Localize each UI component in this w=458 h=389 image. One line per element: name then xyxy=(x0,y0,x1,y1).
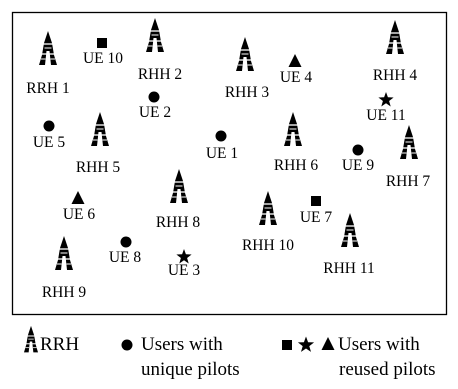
tower-icon xyxy=(169,168,189,204)
legend-rrh-label: RRH xyxy=(40,334,79,355)
rrh-label: RHH 2 xyxy=(138,66,182,83)
rrh-label: RHH 6 xyxy=(274,157,319,174)
ue-node: UE 2 xyxy=(139,91,171,121)
tower-icon xyxy=(385,19,405,55)
legend-unique-line2: unique pilots xyxy=(141,359,240,380)
legend-reused: Users with reused pilots xyxy=(282,334,436,380)
ue-label: UE 11 xyxy=(366,107,405,124)
circle-marker-icon xyxy=(148,91,160,103)
rrh-label: RHH 8 xyxy=(156,214,201,231)
ue-label: UE 1 xyxy=(206,145,238,162)
triangle-marker-icon xyxy=(288,54,302,67)
ue-label: UE 9 xyxy=(342,157,375,174)
rrh-label: RHH 3 xyxy=(225,84,270,101)
ue-node: UE 4 xyxy=(280,54,313,86)
square-marker-icon xyxy=(97,38,107,48)
rrh-node: RHH 10 xyxy=(242,190,294,254)
ue-node: UE 3 xyxy=(168,249,201,279)
legend-reused-line2: reused pilots xyxy=(339,359,436,380)
ue-label: UE 2 xyxy=(139,104,171,121)
star-marker-icon xyxy=(176,249,192,264)
ue-node: UE 11 xyxy=(366,92,406,124)
rrh-node: RHH 5 xyxy=(76,111,121,176)
rrh-layer: RRH 1 RHH 2 RHH 3 RHH 4 RHH 5 RHH 6 RHH 7 RHH 8… xyxy=(26,17,431,301)
tower-icon xyxy=(399,124,419,160)
legend-tower-icon xyxy=(23,325,39,353)
rrh-node: RHH 7 xyxy=(386,124,431,190)
ue-label: UE 6 xyxy=(63,206,96,223)
rrh-node: RHH 11 xyxy=(323,212,375,277)
ue-node: UE 9 xyxy=(342,144,375,174)
ue-node: UE 6 xyxy=(63,191,96,223)
ue-label: UE 5 xyxy=(33,134,66,151)
ue-node: UE 8 xyxy=(109,236,142,266)
rrh-label: RRH 1 xyxy=(26,80,70,97)
tower-icon xyxy=(283,111,303,147)
rrh-node: RHH 3 xyxy=(225,36,270,101)
ue-layer: UE 1 UE 2 UE 3 UE 4 UE 5 UE 6 UE 7 UE 8 UE 9 UE 1… xyxy=(33,38,406,279)
circle-marker-icon xyxy=(43,120,55,132)
tower-icon xyxy=(38,30,58,66)
tower-icon xyxy=(235,36,255,72)
ue-label: UE 4 xyxy=(280,69,313,86)
ue-node: UE 1 xyxy=(206,130,238,162)
tower-icon xyxy=(258,190,278,226)
legend-circle-icon xyxy=(121,339,133,351)
ue-label: UE 7 xyxy=(300,209,333,226)
legend: RRH Users with unique pilots Users with … xyxy=(23,325,436,380)
rrh-node: RRH 1 xyxy=(26,30,70,97)
star-marker-icon xyxy=(378,92,394,107)
rrh-label: RHH 10 xyxy=(242,237,294,254)
legend-square-icon xyxy=(282,340,292,350)
rrh-node: RHH 8 xyxy=(156,168,201,231)
circle-marker-icon xyxy=(120,236,132,248)
rrh-node: RHH 9 xyxy=(42,235,87,301)
rrh-node: RHH 6 xyxy=(274,111,319,174)
legend-triangle-icon xyxy=(321,337,335,350)
rrh-node: RHH 2 xyxy=(138,17,182,83)
ue-node: UE 10 xyxy=(83,38,123,67)
rrh-node: RHH 4 xyxy=(373,19,418,84)
rrh-label: RHH 7 xyxy=(386,173,431,190)
circle-marker-icon xyxy=(215,130,227,142)
tower-icon xyxy=(90,111,110,147)
circle-marker-icon xyxy=(352,144,364,156)
ue-label: UE 8 xyxy=(109,249,142,266)
legend-star-icon xyxy=(297,336,315,352)
ue-node: UE 5 xyxy=(33,120,66,151)
rrh-label: RHH 11 xyxy=(323,260,375,277)
rrh-label: RHH 4 xyxy=(373,67,418,84)
ue-label: UE 10 xyxy=(83,50,123,67)
rrh-label: RHH 5 xyxy=(76,159,121,176)
ue-label: UE 3 xyxy=(168,262,201,279)
rrh-label: RHH 9 xyxy=(42,284,87,301)
triangle-marker-icon xyxy=(71,191,85,204)
tower-icon xyxy=(340,212,360,248)
legend-unique: Users with unique pilots xyxy=(121,334,240,380)
ue-node: UE 7 xyxy=(300,196,333,226)
legend-reused-line1: Users with xyxy=(338,334,420,355)
legend-unique-line1: Users with xyxy=(141,334,223,355)
legend-rrh: RRH xyxy=(23,325,79,355)
square-marker-icon xyxy=(311,196,321,206)
tower-icon xyxy=(54,235,74,271)
tower-icon xyxy=(145,17,165,53)
area-border xyxy=(11,11,448,316)
